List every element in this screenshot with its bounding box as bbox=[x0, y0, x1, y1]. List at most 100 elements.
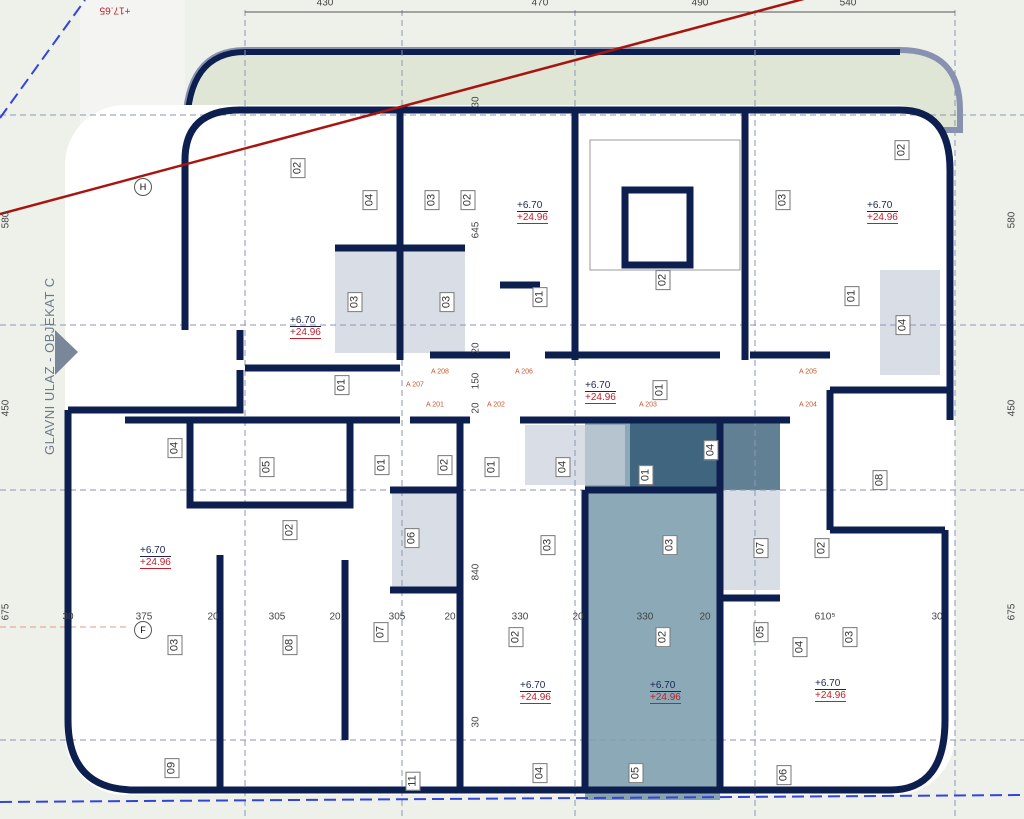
room-number-tag: 05 bbox=[628, 762, 644, 784]
top-dimension: 430 bbox=[316, 0, 334, 9]
axis-line bbox=[0, 794, 1024, 803]
room-number-tag: 03 bbox=[540, 534, 556, 556]
absolute-elevation: +24.96 bbox=[517, 212, 548, 224]
relative-elevation: +6.70 bbox=[140, 545, 171, 557]
right-dimension: 450 bbox=[1006, 399, 1018, 417]
elevation-marker: +6.70+24.96 bbox=[650, 680, 681, 704]
vertical-dimension: 30 bbox=[470, 96, 482, 108]
room-number-tag: 09 bbox=[164, 757, 180, 779]
absolute-elevation: +24.96 bbox=[867, 212, 898, 224]
row-dimension: 305 bbox=[268, 611, 286, 623]
room-number-tag: 01 bbox=[484, 456, 500, 478]
door-tag: A 201 bbox=[426, 401, 444, 409]
relative-elevation: +6.70 bbox=[815, 678, 846, 690]
room-number-tag: 03 bbox=[439, 291, 455, 313]
right-dimension: 580 bbox=[1006, 211, 1018, 229]
site-elevation: +17.65 bbox=[99, 4, 131, 16]
right-dimension: 675 bbox=[1006, 603, 1018, 621]
axis-line bbox=[0, 0, 86, 119]
room-number-tag: 08 bbox=[872, 469, 888, 491]
room-number-tag: 02 bbox=[508, 626, 524, 648]
elevation-marker: +6.70+24.96 bbox=[815, 678, 846, 702]
relative-elevation: +6.70 bbox=[290, 315, 321, 327]
elevation-marker: +6.70+24.96 bbox=[290, 315, 321, 339]
elevation-marker: +6.70+24.96 bbox=[140, 545, 171, 569]
vertical-dimension: 20 bbox=[470, 402, 482, 414]
room-number-tag: 01 bbox=[532, 286, 548, 308]
room-number-tag: 01 bbox=[334, 374, 350, 396]
relative-elevation: +6.70 bbox=[517, 200, 548, 212]
absolute-elevation: +24.96 bbox=[290, 327, 321, 339]
elevation-marker: +6.70+24.96 bbox=[517, 200, 548, 224]
room-number-tag: 03 bbox=[775, 189, 791, 211]
row-dimension: 375 bbox=[135, 611, 153, 623]
section-line bbox=[0, 0, 805, 216]
elevation-marker: +6.70+24.96 bbox=[520, 680, 551, 704]
absolute-elevation: +24.96 bbox=[815, 690, 846, 702]
row-dimension: 30 bbox=[931, 611, 943, 623]
room-number-tag: 08 bbox=[282, 634, 298, 656]
vertical-dimension: 150 bbox=[470, 372, 482, 390]
row-dimension: 330 bbox=[636, 611, 654, 623]
row-dimension: 20 bbox=[207, 611, 219, 623]
left-dimension: 450 bbox=[0, 399, 12, 417]
absolute-elevation: +24.96 bbox=[140, 557, 171, 569]
elevation-marker: +6.70+24.96 bbox=[867, 200, 898, 224]
axis-marker: H bbox=[134, 178, 152, 196]
vertical-dimension: 840 bbox=[470, 563, 482, 581]
room-number-tag: 04 bbox=[532, 762, 548, 784]
absolute-elevation: +24.96 bbox=[520, 692, 551, 704]
row-dimension: 30 bbox=[62, 611, 74, 623]
row-dimension: 20 bbox=[444, 611, 456, 623]
room-number-tag: 01 bbox=[638, 464, 654, 486]
door-tag: A 205 bbox=[799, 368, 817, 376]
elevation-marker: +6.70+24.96 bbox=[585, 380, 616, 404]
entrance-arrow-icon bbox=[55, 330, 78, 375]
door-tag: A 203 bbox=[639, 401, 657, 409]
room-number-tag: 04 bbox=[362, 189, 378, 211]
door-tag: A 202 bbox=[487, 401, 505, 409]
door-tag: A 207 bbox=[406, 381, 424, 389]
top-dimension: 490 bbox=[691, 0, 709, 9]
room-number-tag: 02 bbox=[437, 454, 453, 476]
row-dimension: 305 bbox=[388, 611, 406, 623]
room-number-tag: 06 bbox=[776, 764, 792, 786]
room-number-tag: 04 bbox=[555, 456, 571, 478]
door-tag: A 208 bbox=[431, 368, 449, 376]
room-number-tag: 02 bbox=[460, 189, 476, 211]
relative-elevation: +6.70 bbox=[650, 680, 681, 692]
door-tag: A 206 bbox=[515, 368, 533, 376]
top-dimension: 540 bbox=[839, 0, 857, 9]
room-number-tag: 05 bbox=[753, 621, 769, 643]
absolute-elevation: +24.96 bbox=[585, 392, 616, 404]
room-number-tag: 03 bbox=[842, 626, 858, 648]
room-number-tag: 05 bbox=[259, 456, 275, 478]
vertical-dimension: 645 bbox=[470, 221, 482, 239]
room-number-tag: 07 bbox=[753, 537, 769, 559]
room-number-tag: 02 bbox=[282, 519, 298, 541]
room-number-tag: 03 bbox=[347, 291, 363, 313]
relative-elevation: +6.70 bbox=[585, 380, 616, 392]
vertical-dimension: 30 bbox=[470, 716, 482, 728]
door-tag: A 204 bbox=[799, 401, 817, 409]
relative-elevation: +6.70 bbox=[867, 200, 898, 212]
room-number-tag: 03 bbox=[662, 534, 678, 556]
room-number-tag: 04 bbox=[895, 314, 911, 336]
room-number-tag: 02 bbox=[814, 537, 830, 559]
vertical-dimension: 20 bbox=[470, 342, 482, 354]
room-number-tag: 11 bbox=[405, 771, 421, 791]
room-number-tag: 03 bbox=[167, 634, 183, 656]
room-number-tag: 04 bbox=[792, 636, 808, 658]
room-number-tag: 03 bbox=[424, 189, 440, 211]
room-number-tag: 01 bbox=[374, 454, 390, 476]
row-dimension: 330 bbox=[511, 611, 529, 623]
relative-elevation: +6.70 bbox=[520, 680, 551, 692]
axis-marker: F bbox=[134, 621, 152, 639]
room-number-tag: 02 bbox=[655, 626, 671, 648]
row-dimension: 20 bbox=[572, 611, 584, 623]
left-dimension: 675 bbox=[0, 603, 12, 621]
room-number-tag: 02 bbox=[894, 139, 910, 161]
room-number-tag: 02 bbox=[290, 157, 306, 179]
left-dimension: 580 bbox=[0, 211, 12, 229]
